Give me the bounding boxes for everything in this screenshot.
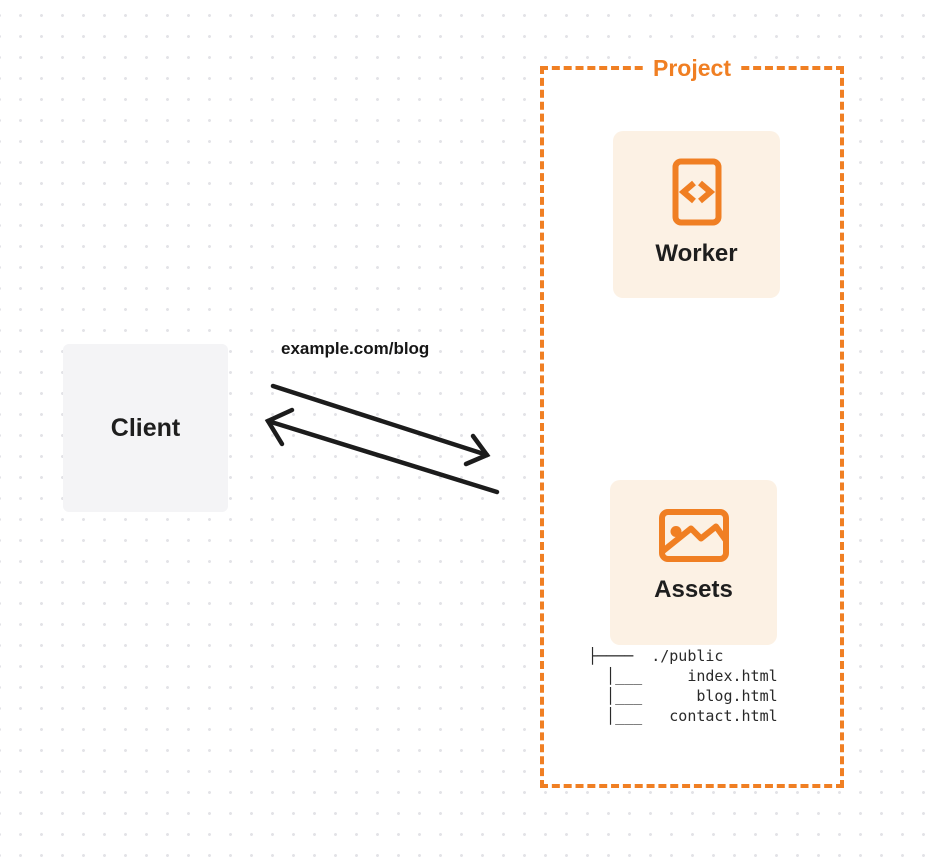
- client-label: Client: [110, 413, 181, 442]
- assets-node: Assets: [610, 480, 777, 645]
- worker-node: Worker: [613, 131, 780, 298]
- request-url-label: example.com/blog: [281, 339, 430, 358]
- project-container: Project Worker Assets: [540, 53, 844, 788]
- worker-label: Worker: [655, 240, 738, 267]
- file-tree-line-contact: │___ contact.html: [588, 707, 778, 725]
- file-tree-line-blog: │___ blog.html: [588, 687, 778, 705]
- worker-code-document-icon: [672, 157, 722, 227]
- assets-image-icon: [658, 508, 729, 563]
- request-arrow: [270, 383, 491, 467]
- assets-file-tree: ├──── ./public │___ index.html │___ blog…: [588, 646, 778, 726]
- project-title: Project: [644, 53, 740, 83]
- response-arrow: [264, 407, 500, 495]
- file-tree-line-public: ├──── ./public: [588, 647, 724, 665]
- client-node: Client: [63, 344, 228, 512]
- file-tree-line-index: │___ index.html: [588, 667, 778, 685]
- assets-label: Assets: [654, 576, 733, 603]
